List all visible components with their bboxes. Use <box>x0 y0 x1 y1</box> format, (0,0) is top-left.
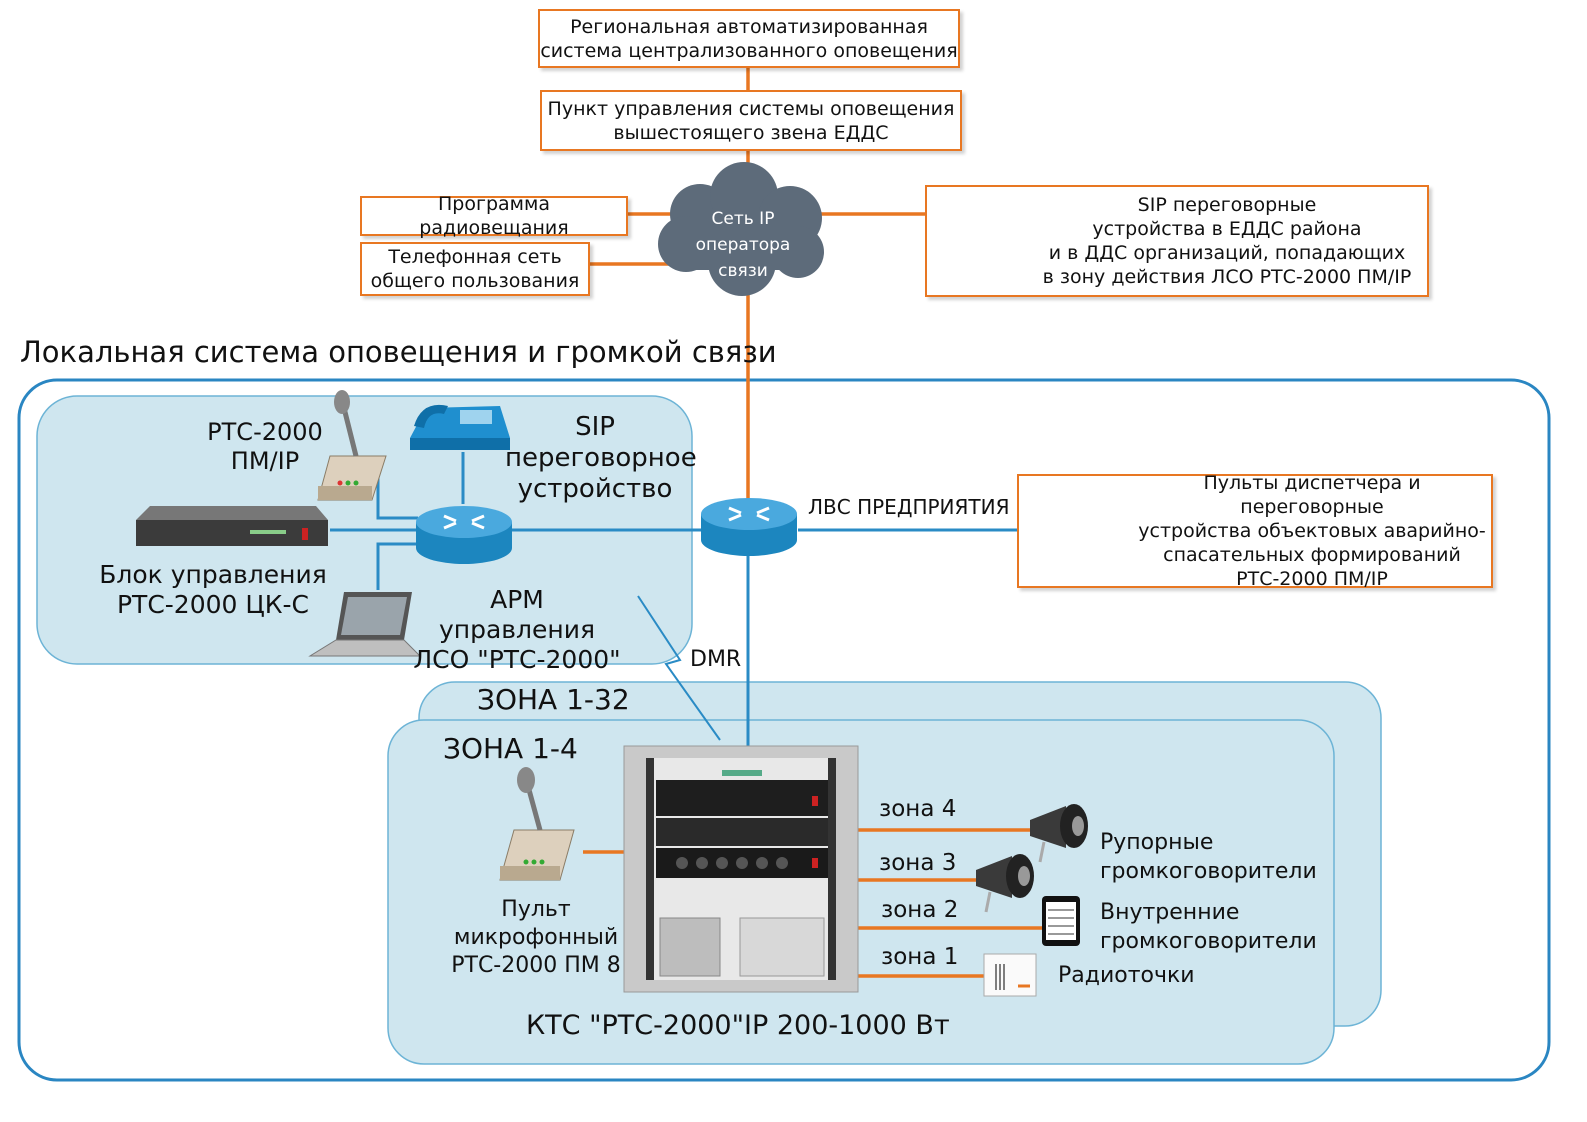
zone-4-output: зона 4 <box>879 796 957 822</box>
mic-console-label: Пульт микрофонный РТС-2000 ПМ 8 <box>444 896 628 980</box>
local-system-frame <box>17 378 1551 1082</box>
radio-points-label: Радиоточки <box>1058 963 1195 988</box>
sip-device-label: SIP переговорное устройство <box>505 412 697 505</box>
mic-console-line-3: РТС-2000 ПМ 8 <box>451 953 621 978</box>
consoles-line-2: устройства объектовых аварийно- <box>1138 520 1486 542</box>
control-block-label: Блок управления РТС-2000 ЦК-С <box>95 560 331 620</box>
zone-2-output: зона 2 <box>881 897 959 923</box>
sip-top-line-3: и в ДДС организаций, попадающих <box>1048 242 1406 264</box>
radio-program-box: Программа радиовещания <box>360 193 628 239</box>
router-left-icon <box>416 506 512 564</box>
regional-system-box: Региональная автоматизированная система … <box>538 9 960 68</box>
consoles-line-1: Пульты диспетчера и переговорные <box>1203 472 1421 518</box>
cloud-line-2: оператора <box>695 235 791 255</box>
sip-device-line-2: переговорное <box>505 443 697 473</box>
sip-device-line-3: устройство <box>517 474 673 504</box>
regional-line-1: Региональная автоматизированная <box>570 15 928 38</box>
internal-line-2: громкоговорители <box>1100 929 1317 954</box>
horn-speaker-icon-1 <box>1030 804 1088 863</box>
regional-line-2: система централизованного оповещения <box>540 39 958 62</box>
zone-1-4-label: ЗОНА 1-4 <box>443 732 578 765</box>
sip-top-line-1: SIP переговорные <box>1137 194 1317 216</box>
phone-network-line-1: Телефонная сеть <box>388 246 562 268</box>
mic-console-line-2: микрофонный <box>453 925 619 950</box>
rack-cabinet-icon <box>623 745 859 993</box>
cloud-line-3: связи <box>718 261 768 281</box>
internal-label: Внутренние громкоговорители <box>1100 898 1317 956</box>
arm-line-1: АРМ управления <box>438 585 596 644</box>
lan-label: ЛВС ПРЕДПРИЯТИЯ <box>808 495 1010 519</box>
sip-top-line-2: устройства в ЕДДС района <box>1092 218 1362 240</box>
sip-device-line-1: SIP <box>575 412 615 442</box>
phone-sip-icon <box>410 404 510 450</box>
control-block-line-2: РТС-2000 ЦК-С <box>116 590 310 619</box>
dmr-label: DMR <box>690 647 742 672</box>
arm-line-2: ЛСО "РТС-2000" <box>413 645 621 674</box>
zone-1-32-label: ЗОНА 1-32 <box>477 683 630 716</box>
laptop-icon <box>308 592 422 657</box>
consoles-line-4: РТС-2000 ПМ/IP <box>1236 568 1388 590</box>
control-point-line-1: Пункт управления системы оповещения <box>547 97 955 120</box>
cloud-label: Сеть IP оператора связи <box>690 206 796 284</box>
microphone-rts-icon <box>317 390 387 501</box>
zone-3-output: зона 3 <box>879 850 957 876</box>
dmr-radio-link <box>637 595 721 741</box>
wire-arm-router <box>376 542 418 590</box>
rts-pm-ip-line-2: ПМ/IP <box>230 447 300 475</box>
radio-program-label: Программа радиовещания <box>419 193 569 239</box>
mic-console-line-1: Пульт <box>501 897 571 922</box>
wire-rts-router <box>376 466 418 520</box>
cloud-line-1: Сеть IP <box>711 209 775 229</box>
rts-pm-ip-label: РТС-2000 ПМ/IP <box>200 418 330 476</box>
horn-line-1: Рупорные <box>1100 830 1214 855</box>
control-point-line-2: вышестоящего звена ЕДДС <box>613 121 889 144</box>
phone-network-line-2: общего пользования <box>370 270 580 292</box>
internal-speaker-icon <box>1042 896 1080 946</box>
sip-top-line-4: в зону действия ЛСО РТС-2000 ПМ/IP <box>1042 266 1412 288</box>
kts-label: КТС "РТС-2000"IP 200-1000 Вт <box>526 1010 950 1041</box>
control-block-device-icon <box>136 506 328 546</box>
radio-point-icon <box>983 953 1037 997</box>
consoles-box: Пульты диспетчера и переговорные устройс… <box>1017 472 1493 590</box>
control-block-line-1: Блок управления <box>99 560 327 589</box>
consoles-line-3: спасательных формирований <box>1163 544 1461 566</box>
rts-pm-ip-line-1: РТС-2000 <box>207 418 323 446</box>
microphone-zone-icon <box>499 767 575 881</box>
arm-label: АРМ управления ЛСО "РТС-2000" <box>410 585 624 675</box>
router-lan-icon <box>701 498 797 556</box>
horn-label: Рупорные громкоговорители <box>1100 828 1317 886</box>
internal-line-1: Внутренние <box>1100 900 1240 925</box>
zone-1-output: зона 1 <box>881 944 959 970</box>
local-system-title: Локальная система оповещения и громкой с… <box>20 335 777 369</box>
horn-speaker-icon-2 <box>976 854 1034 913</box>
control-point-box: Пункт управления системы оповещения выше… <box>540 90 962 151</box>
ip-cloud-icon <box>658 162 824 296</box>
sip-top-box: SIP переговорные устройства в ЕДДС район… <box>925 185 1429 297</box>
horn-line-2: громкоговорители <box>1100 859 1317 884</box>
phone-network-box: Телефонная сеть общего пользования <box>360 242 590 296</box>
